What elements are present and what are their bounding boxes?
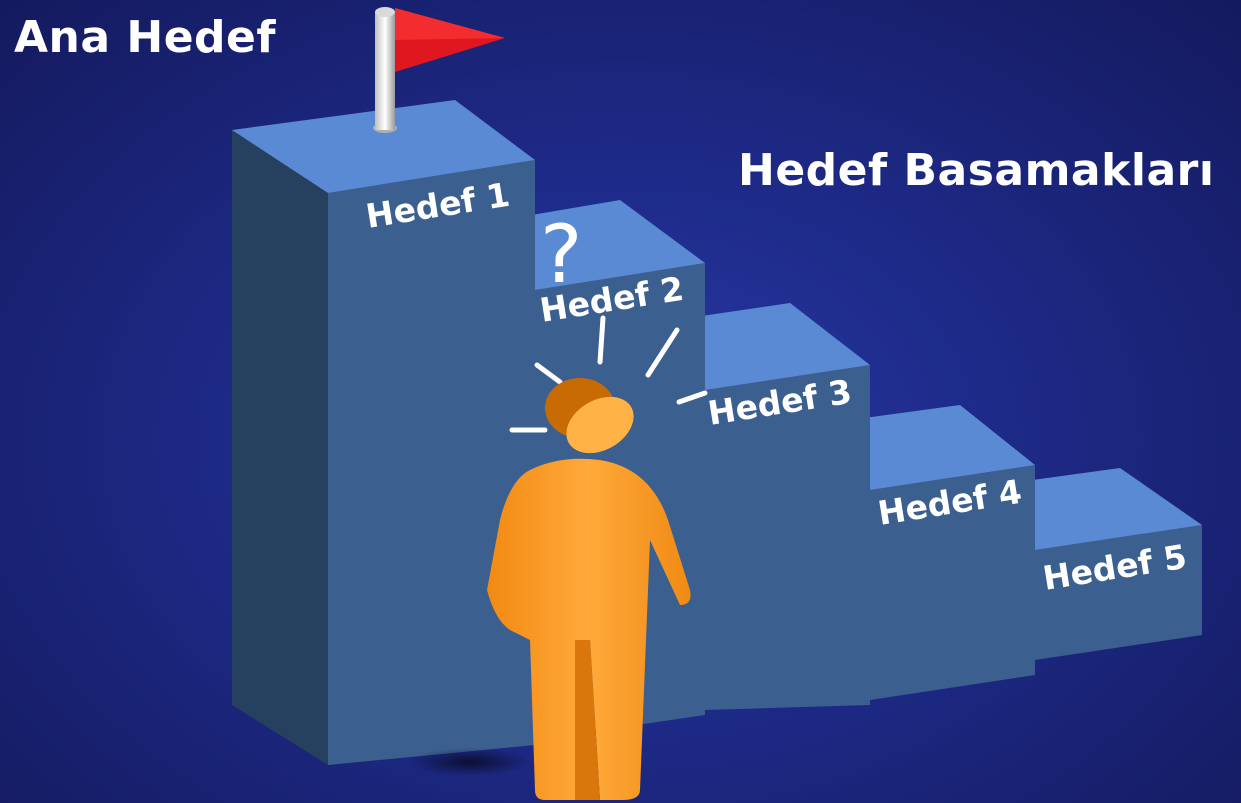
person-icon [410,315,708,800]
question-mark: ? [540,208,582,301]
flag-icon [373,7,505,133]
goal-steps-title: Hedef Basamakları [738,145,1215,196]
confusion-lines [509,315,708,433]
step-1 [232,100,535,765]
main-goal-title: Ana Hedef [14,12,277,63]
